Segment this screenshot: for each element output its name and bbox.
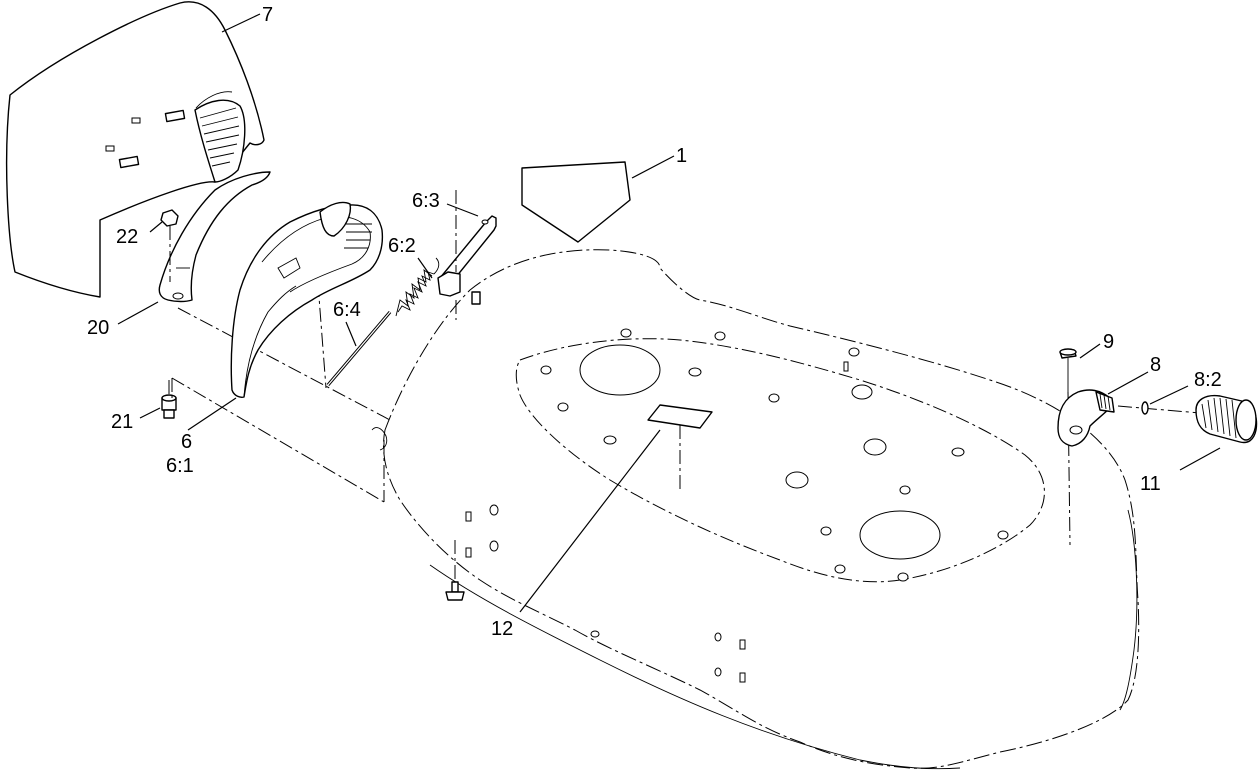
spring <box>395 257 440 317</box>
callout-6-2: 6:2 <box>388 235 416 257</box>
screw <box>1059 348 1077 392</box>
callout-6-4: 6:4 <box>333 299 361 321</box>
nut <box>160 209 179 282</box>
pin-rod <box>326 310 392 387</box>
bolt <box>161 380 177 419</box>
callout-12: 12 <box>491 618 513 640</box>
callout-6-3: 6:3 <box>412 190 440 212</box>
projection-lines <box>171 257 1201 546</box>
decal-triangle <box>521 161 631 243</box>
decal-strip <box>647 404 713 429</box>
callout-22: 22 <box>116 226 138 248</box>
callout-8: 8 <box>1150 354 1161 376</box>
callout-8-2: 8:2 <box>1194 369 1222 391</box>
callout-20: 20 <box>87 317 109 339</box>
hose-cap <box>1195 394 1258 444</box>
callout-9: 9 <box>1103 331 1114 353</box>
callout-11: 11 <box>1140 473 1161 495</box>
callout-21: 21 <box>111 411 133 433</box>
discharge-door <box>230 201 384 398</box>
callout-6: 6 <box>181 431 192 453</box>
latch-bracket <box>437 190 497 305</box>
deflector-bracket <box>158 171 271 303</box>
callout-1: 1 <box>676 145 687 167</box>
o-ring <box>1141 401 1149 415</box>
callout-7: 7 <box>262 4 273 26</box>
mower-deck <box>371 249 1140 770</box>
callout-labels: 7 1 6:3 6:2 6:4 22 20 21 6 6:1 9 8 8:2 1… <box>87 4 1222 640</box>
leader-lines <box>117 13 1221 613</box>
callout-6-1: 6:1 <box>166 455 194 477</box>
discharge-chute <box>5 1 265 298</box>
washout-fitting <box>1057 389 1115 447</box>
